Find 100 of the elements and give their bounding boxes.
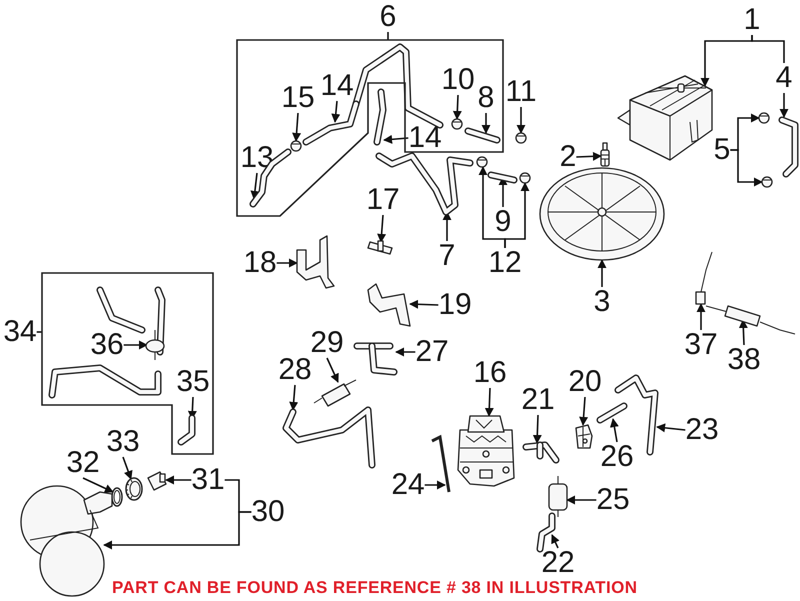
leader-line (696, 303, 706, 330)
callout-number: 17 (366, 185, 400, 215)
fitting-drawing (147, 471, 167, 491)
leader-line (326, 358, 339, 383)
callout-number: 10 (441, 65, 475, 95)
leader-line (484, 388, 494, 417)
callout-number: 37 (684, 330, 718, 360)
leader-line (424, 480, 446, 490)
bracket-drawing (367, 283, 411, 327)
clamp-icon (761, 176, 773, 188)
pump-drawing (457, 415, 515, 487)
note-text: PART CAN BE FOUND AS REFERENCE # 38 IN ILLUSTRATION (112, 579, 638, 598)
callout-number: 5 (714, 135, 730, 165)
callout-number: 32 (66, 448, 100, 478)
hose-drawing (373, 88, 387, 146)
callout-number: 29 (310, 328, 344, 358)
hose-drawing (487, 171, 518, 184)
leader-line (516, 107, 526, 134)
callout-number: 23 (685, 415, 719, 445)
fitting-drawing (353, 342, 398, 376)
leader-line (598, 259, 606, 287)
callout-number: 25 (596, 485, 630, 515)
callout-number: 1 (744, 5, 760, 35)
callout-number: 2 (560, 142, 576, 172)
leader-line (124, 340, 148, 350)
connector-drawing (596, 402, 628, 424)
callout-number: 15 (281, 83, 315, 113)
callout-number: 12 (488, 248, 522, 278)
callout-number: 24 (391, 470, 425, 500)
fitting-drawing (575, 424, 593, 449)
leader-line (395, 348, 416, 356)
clamp-icon (519, 172, 531, 184)
callout-number: 9 (494, 207, 512, 237)
leader-line (250, 172, 260, 200)
connector-drawing (600, 142, 610, 167)
leader-line (36, 331, 42, 333)
callout-number: 34 (3, 317, 37, 347)
leader-line (452, 94, 462, 120)
leader-line (387, 32, 389, 40)
leader-line (276, 258, 298, 268)
canister-drawing (617, 74, 714, 162)
hose-drawing (778, 116, 799, 178)
callout-number: 14 (320, 71, 354, 101)
callout-number: 30 (251, 497, 285, 527)
clamp-icon (290, 140, 302, 152)
callout-number: 3 (594, 287, 610, 317)
leader-line (780, 93, 788, 118)
callout-number: 4 (776, 63, 792, 93)
callout-number: 8 (478, 83, 494, 113)
leader-line (122, 456, 132, 480)
gasket-drawing (539, 167, 665, 261)
leader-line (82, 477, 114, 493)
fitting-drawing (522, 441, 560, 464)
connector-drawing (367, 240, 393, 256)
leader-line (532, 414, 542, 444)
leader-line (610, 418, 619, 442)
callout-number: 28 (278, 355, 312, 385)
callout-number: 22 (541, 548, 575, 578)
hose-drawing (464, 127, 501, 144)
clamp-icon (515, 132, 527, 144)
ring-drawing (125, 477, 143, 501)
callout-number: 38 (727, 345, 761, 375)
leader-line (165, 476, 192, 484)
leader-line (656, 423, 686, 432)
rod-drawing (430, 436, 451, 493)
fitting-drawing (177, 414, 196, 446)
clamp-icon (758, 112, 770, 124)
leader-line (377, 214, 386, 243)
callout-number: 18 (243, 248, 277, 278)
clamp-icon (451, 118, 463, 130)
leader-line (331, 100, 340, 123)
leader-line (292, 112, 302, 142)
tank-drawing (20, 486, 113, 597)
callout-number: 36 (90, 330, 124, 360)
callout-number: 35 (176, 367, 210, 397)
sensor-drawing (695, 251, 713, 305)
callout-number: 19 (438, 290, 472, 320)
callout-number: 20 (568, 367, 602, 397)
valve-drawing (146, 330, 164, 361)
filter-drawing (313, 379, 357, 407)
callout-number: 7 (438, 241, 456, 271)
callout-number: 26 (600, 442, 634, 472)
leader-line (579, 396, 588, 426)
callout-number: 16 (473, 358, 507, 388)
callout-number: 11 (505, 77, 537, 107)
ring-drawing (111, 487, 123, 507)
leader-line (103, 511, 252, 550)
callout-number: 14 (408, 123, 442, 153)
callout-number: 6 (380, 2, 396, 32)
bracket-drawing (296, 235, 335, 289)
leader-line (383, 134, 408, 144)
callout-number: 31 (191, 465, 225, 495)
filter-drawing (548, 475, 568, 518)
callout-number: 21 (521, 385, 555, 415)
hose-drawing (536, 512, 556, 553)
callout-number: 33 (106, 427, 140, 457)
leader-line (576, 152, 602, 161)
hose-drawing (282, 406, 376, 469)
leader-line (566, 496, 596, 504)
leader-line (751, 35, 785, 63)
